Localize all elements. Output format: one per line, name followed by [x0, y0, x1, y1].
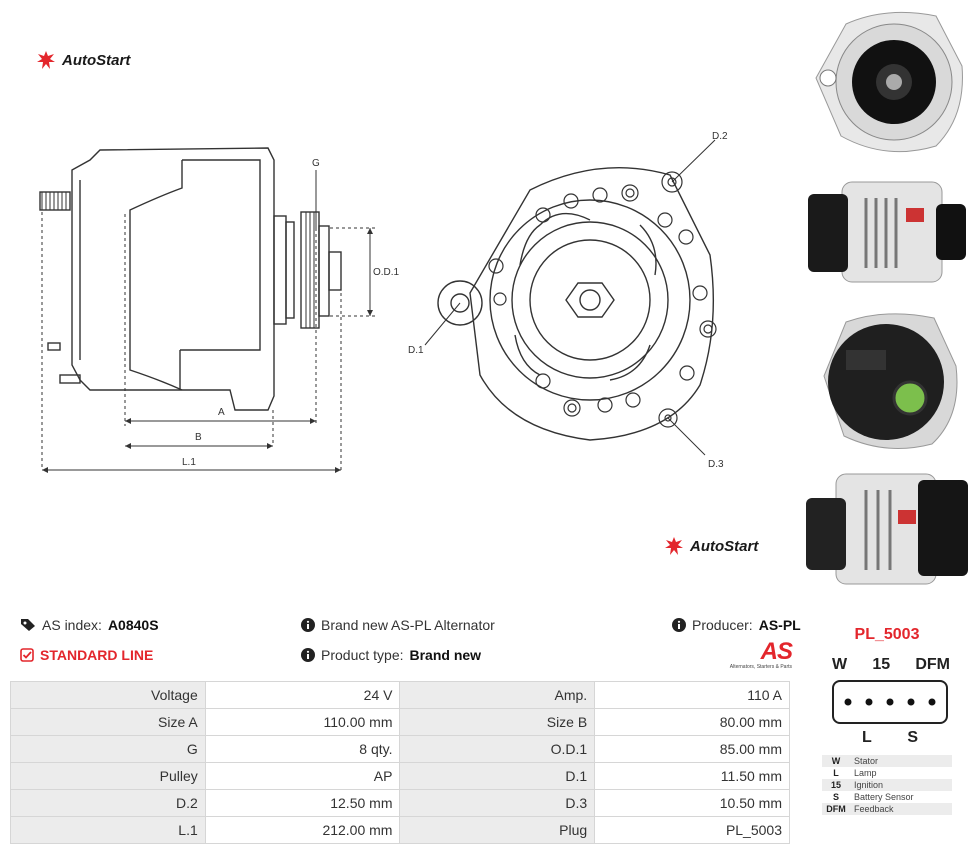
autostart-logo-top: AutoStart: [36, 50, 130, 70]
spec-value: AP: [204, 762, 401, 790]
plug-label-dfm: DFM: [915, 656, 950, 673]
producer-label: Producer:: [692, 617, 753, 633]
checkbox-icon: [20, 648, 34, 662]
plug-connector: [832, 680, 948, 724]
side-view-drawing: A B L.1 O.D.1 G: [39, 147, 400, 473]
as-index-label: AS index:: [42, 617, 102, 633]
dim-b-label: B: [195, 432, 202, 443]
plug-pins: [844, 698, 936, 706]
legend-row: L Lamp: [822, 767, 952, 779]
tags-icon: [21, 619, 35, 631]
spec-value: PL_5003: [594, 816, 790, 844]
legend-key: DFM: [826, 804, 846, 814]
description-text: Brand new AS-PL Alternator: [321, 617, 495, 633]
spec-value: 12.50 mm: [204, 789, 401, 817]
legend-row: S Battery Sensor: [822, 791, 952, 803]
spec-value: 80.00 mm: [594, 708, 790, 736]
legend-desc: Ignition: [854, 780, 884, 790]
spec-label: D.3: [399, 789, 596, 817]
spec-value: 212.00 mm: [204, 816, 401, 844]
spec-value: 85.00 mm: [594, 735, 790, 763]
dim-g-label: G: [312, 158, 320, 169]
spec-label: G: [10, 735, 206, 763]
product-type-label: Product type:: [321, 647, 404, 663]
plug-label-l: L: [862, 729, 872, 746]
legend-row: DFM Feedback: [822, 803, 952, 815]
product-type: Product type: Brand new: [301, 647, 481, 663]
dim-l1-label: L.1: [182, 457, 196, 468]
producer-value: AS-PL: [758, 617, 801, 633]
spec-label: Pulley: [10, 762, 206, 790]
as-index-value: A0840S: [107, 617, 159, 633]
spec-label: O.D.1: [399, 735, 596, 763]
photo-front-view: [815, 11, 963, 153]
legend-key: S: [832, 792, 839, 802]
spec-value: 110 A: [594, 681, 790, 709]
producer: Producer: AS-PL: [672, 617, 801, 633]
spec-label: D.2: [10, 789, 206, 817]
spec-label: Plug: [399, 816, 596, 844]
legend-desc: Stator: [854, 756, 879, 766]
spec-label: L.1: [10, 816, 206, 844]
dim-od1-label: O.D.1: [373, 267, 400, 278]
legend-key: L: [833, 768, 839, 778]
as-index: AS index: A0840S: [20, 617, 159, 633]
legend-desc: Lamp: [854, 768, 877, 778]
spec-label: Size A: [10, 708, 206, 736]
product-type-value: Brand new: [409, 647, 482, 663]
spec-label: D.1: [399, 762, 596, 790]
legend-desc: Battery Sensor: [854, 792, 914, 802]
autostart-logo-icon: [37, 51, 55, 69]
logo-text: AutoStart: [690, 537, 759, 555]
photo-rear-view: [823, 313, 958, 449]
spec-value: 110.00 mm: [204, 708, 401, 736]
standard-line-label: STANDARD LINE: [40, 647, 154, 663]
photo-side-view-right: [806, 473, 968, 585]
dim-d3-label: D.3: [708, 459, 724, 470]
legend-desc: Feedback: [854, 804, 894, 814]
plug-label-s: S: [907, 729, 918, 746]
spec-value: 8 qty.: [204, 735, 401, 763]
dim-a-label: A: [218, 407, 225, 418]
dim-d2-label: D.2: [712, 131, 728, 142]
description: Brand new AS-PL Alternator: [301, 617, 495, 633]
plug-label-15: 15: [872, 656, 891, 673]
autostart-logo-bottom: AutoStart: [664, 536, 758, 556]
photo-side-view-left: [808, 181, 966, 283]
spec-label: Amp.: [399, 681, 596, 709]
info-icon: [672, 618, 686, 632]
legend-row: 15 Ignition: [822, 779, 952, 791]
plug-title: PL_5003: [854, 626, 920, 643]
logo-text: AutoStart: [62, 51, 131, 69]
as-pl-logo: AS Alternators, Starters & Parts: [714, 638, 793, 671]
spec-label: Size B: [399, 708, 596, 736]
plug-bottom-labels: L S: [862, 729, 918, 747]
info-icon: [301, 648, 315, 662]
spec-value: 10.50 mm: [594, 789, 790, 817]
as-pl-logo-tagline: Alternators, Starters & Parts: [729, 664, 792, 670]
dim-d1-label: D.1: [408, 345, 424, 356]
legend-key: W: [831, 756, 841, 766]
plug-top-labels: W 15 DFM: [832, 656, 950, 674]
standard-line: STANDARD LINE: [20, 647, 153, 663]
front-view-drawing: D.1 D.2 D.3: [408, 131, 728, 470]
autostart-logo-icon: [665, 537, 683, 555]
spec-label: Voltage: [10, 681, 206, 709]
legend-key: 15: [830, 780, 841, 790]
as-pl-logo-mark: AS: [760, 638, 793, 665]
spec-value: 24 V: [204, 681, 401, 709]
info-icon: [301, 618, 315, 632]
legend-row: W Stator: [822, 755, 952, 767]
plug-label-w: W: [832, 656, 848, 673]
spec-value: 11.50 mm: [594, 762, 790, 790]
